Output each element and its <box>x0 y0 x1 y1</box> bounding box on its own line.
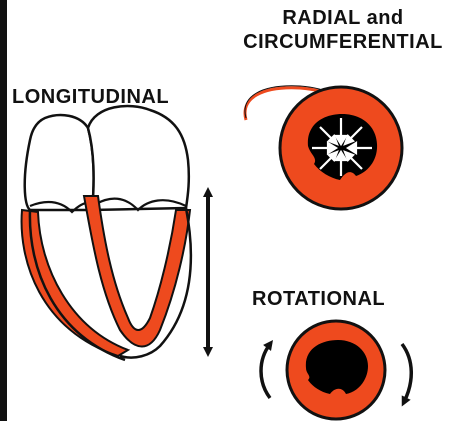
radial-ring-icon <box>245 86 402 209</box>
label-radial-line1: RADIAL and <box>238 6 448 30</box>
rotation-arrow-left <box>261 344 270 398</box>
label-radial-circumferential: RADIAL and CIRCUMFERENTIAL <box>238 6 448 54</box>
heart-longitudinal-icon <box>22 106 191 360</box>
rotation-arrow-right <box>402 344 411 402</box>
rotational-cavity <box>306 340 368 394</box>
right-atrium <box>88 106 189 210</box>
rotational-ring-icon <box>261 321 411 419</box>
label-radial-line2: CIRCUMFERENTIAL <box>238 30 448 54</box>
label-rotational: ROTATIONAL <box>252 288 385 311</box>
label-longitudinal: LONGITUDINAL <box>12 86 169 109</box>
